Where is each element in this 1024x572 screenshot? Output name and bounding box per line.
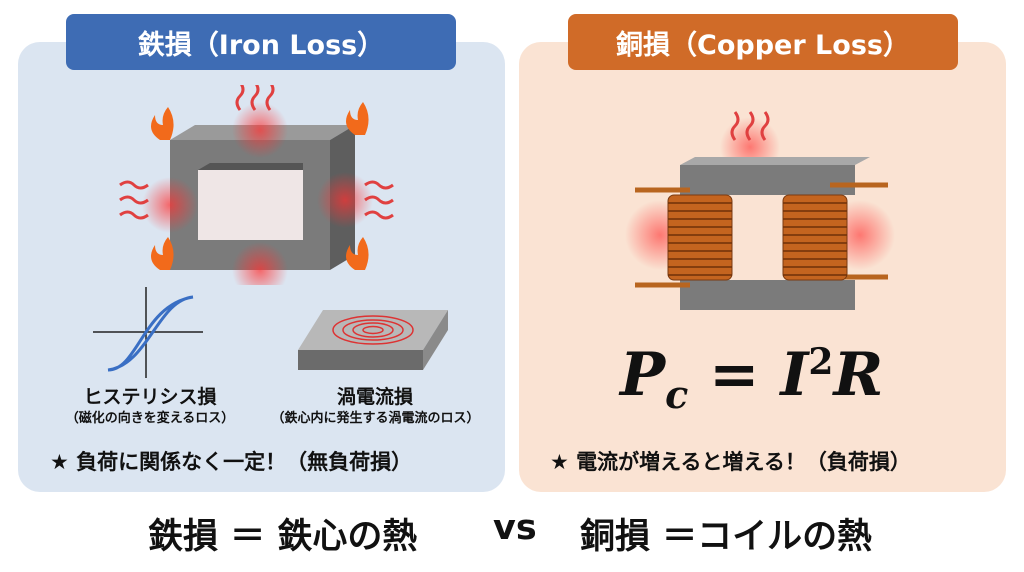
formula-superscript: 2 xyxy=(808,341,834,383)
eddy-current-plate xyxy=(298,310,448,370)
eddy-current-loss-description: （鉄心内に発生する渦電流のロス） xyxy=(271,411,480,426)
transformer-coil-illustration xyxy=(625,111,895,310)
formula-i: I xyxy=(780,340,809,410)
iron-loss-note: ★ 負荷に関係なく一定！（無負荷損） xyxy=(50,450,413,474)
copper-loss-note: ★ 電流が増えると増える！（負荷損） xyxy=(550,450,911,474)
formula-subscript: c xyxy=(665,372,689,417)
copper-loss-formula: Pc = I2R xyxy=(620,340,883,417)
eddy-current-loss-label: 渦電流損 xyxy=(336,386,413,408)
versus-label: vs xyxy=(493,508,537,548)
iron-loss-title: 鉄損（Iron Loss） xyxy=(66,14,456,70)
iron-loss-summary: 鉄損 ＝ 鉄心の熱 xyxy=(148,517,418,557)
copper-loss-summary: 銅損 ＝コイルの熱 xyxy=(580,517,873,557)
hysteresis-loss-label: ヒステリシス損 xyxy=(83,386,217,408)
iron-core-illustration xyxy=(119,85,394,285)
formula-p: P xyxy=(620,340,666,410)
formula-r: R xyxy=(833,340,884,410)
hysteresis-loop-graph xyxy=(93,287,203,378)
formula-equals: = xyxy=(688,340,781,410)
hysteresis-loss-description: （磁化の向きを変えるロス） xyxy=(65,411,235,426)
copper-loss-panel xyxy=(519,42,1006,492)
flame-icon xyxy=(151,102,369,270)
copper-loss-title: 銅損（Copper Loss） xyxy=(568,14,958,70)
